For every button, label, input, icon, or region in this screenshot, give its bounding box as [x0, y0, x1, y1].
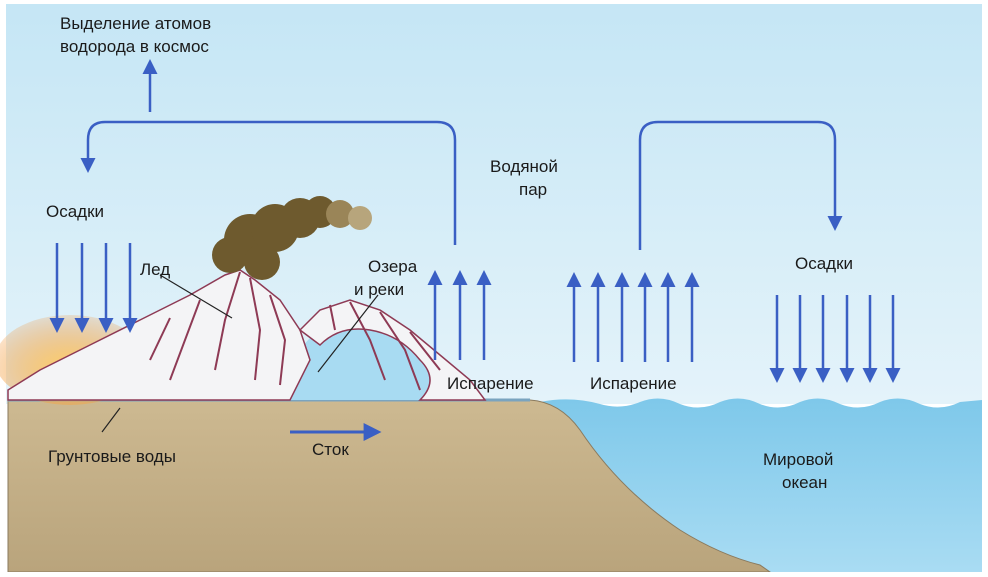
runoff-label: Сток: [312, 440, 349, 459]
evaporation-label-land: Испарение: [447, 374, 534, 393]
lakes-rivers-label-line2: и реки: [354, 280, 404, 299]
ice-label: Лед: [140, 260, 170, 279]
precipitation-label-left: Осадки: [46, 202, 104, 221]
hydrogen-release-label-line1: Выделение атомов: [60, 14, 211, 33]
water-vapor-label-line1: Водяной: [490, 157, 558, 176]
world-ocean-label-line2: океан: [782, 473, 827, 492]
lakes-rivers-label-line1: Озера: [368, 257, 418, 276]
groundwater-label: Грунтовые воды: [48, 447, 176, 466]
precipitation-label-right: Осадки: [795, 254, 853, 273]
world-ocean-label-line1: Мировой: [763, 450, 833, 469]
water-vapor-label-line2: пар: [519, 180, 547, 199]
evaporation-label-ocean: Испарение: [590, 374, 677, 393]
hydrogen-release-label-line2: водорода в космос: [60, 37, 209, 56]
